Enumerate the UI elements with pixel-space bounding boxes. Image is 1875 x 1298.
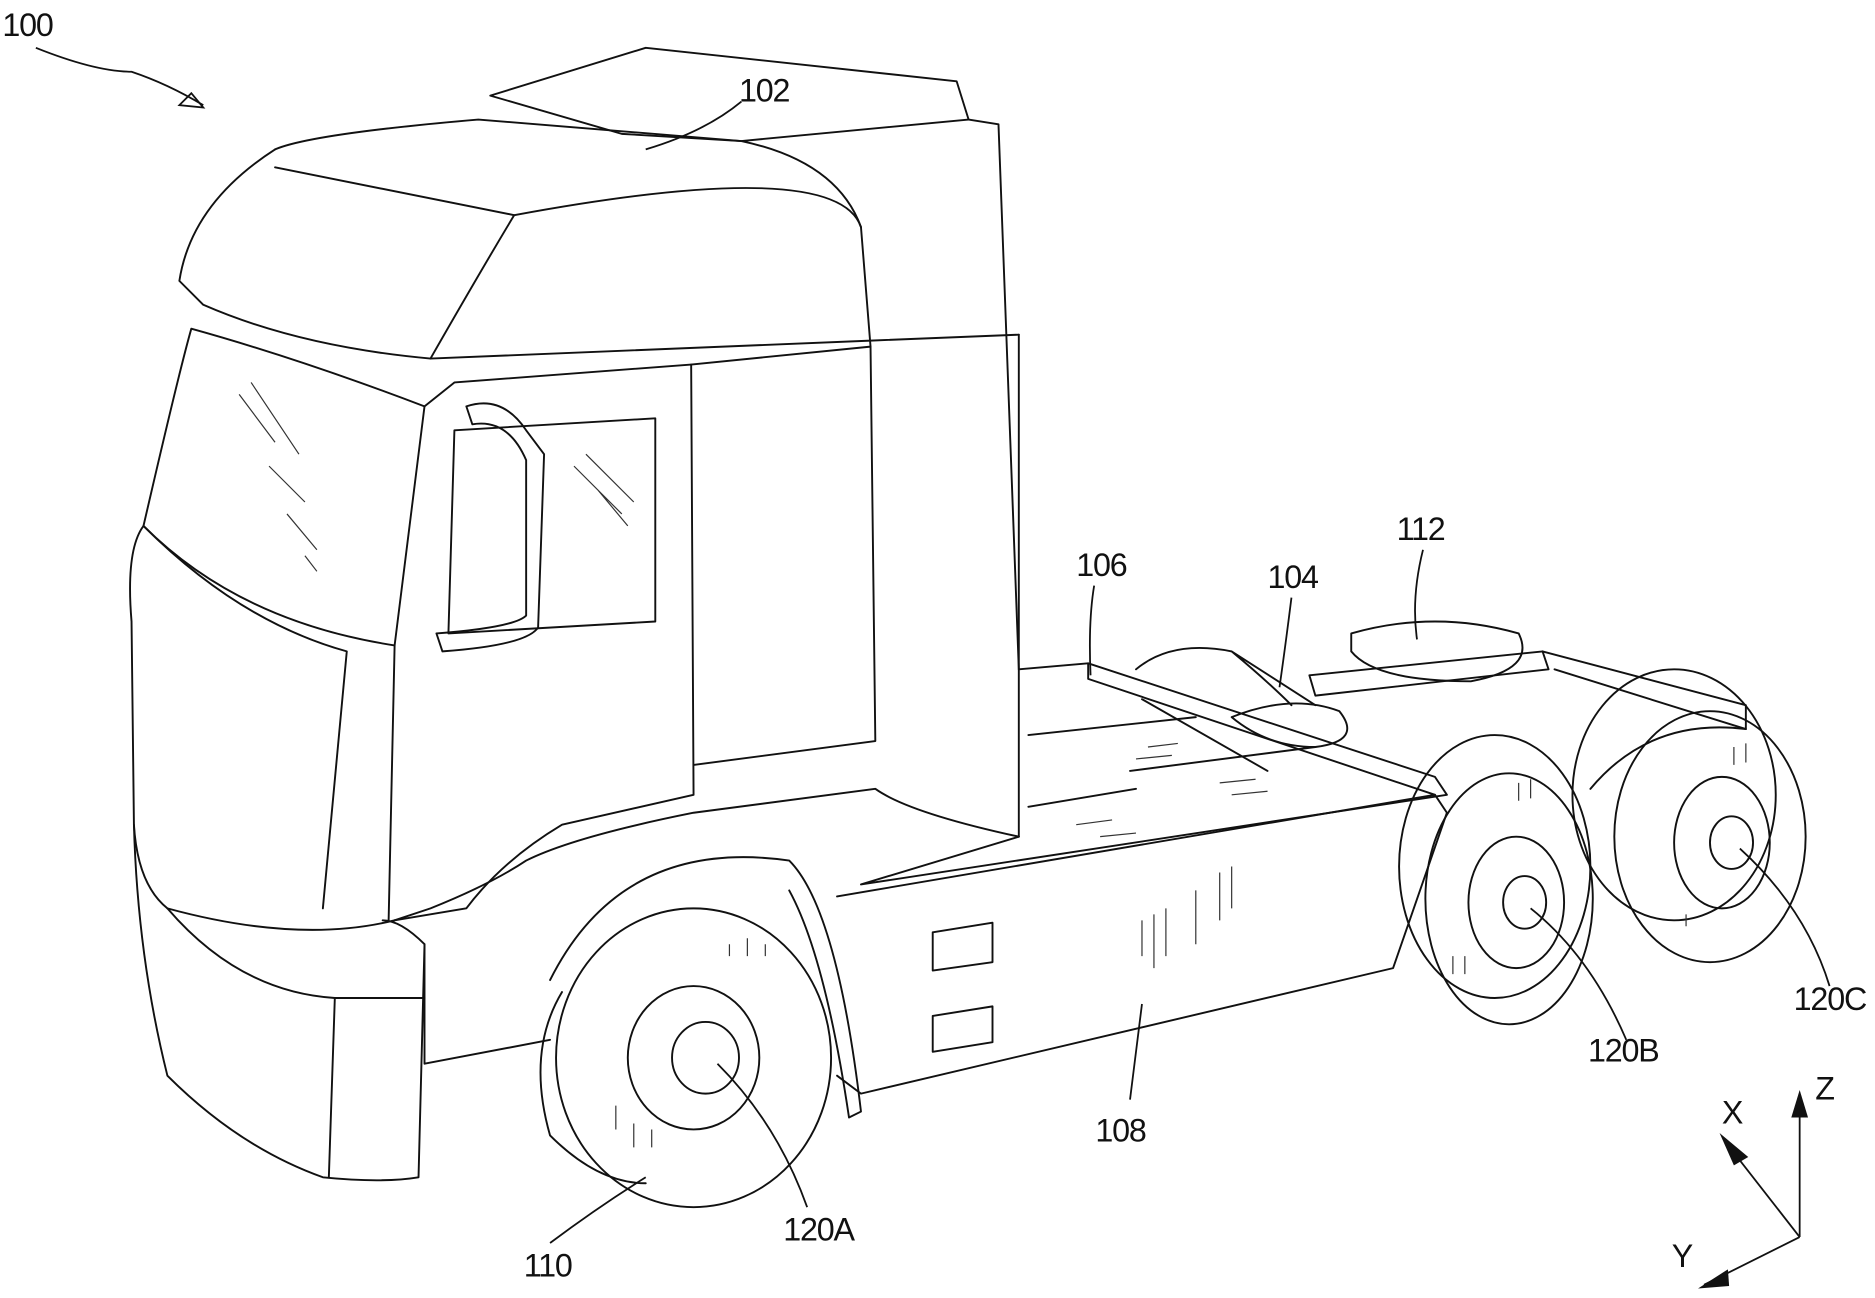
reference-labels: 100 102 106 104 112 120C 120B 120A 110 1… [2,7,1868,1284]
label-120b: 120B [1588,1032,1659,1068]
label-120a: 120A [783,1212,855,1248]
label-112: 112 [1397,511,1445,547]
label-120c: 120C [1794,981,1867,1017]
axis-label-x: X [1722,1095,1743,1131]
rear-wheels [1398,668,1807,1026]
label-100: 100 [2,7,53,43]
label-104: 104 [1268,559,1319,595]
leader-lines [35,46,1831,1244]
truck-cab [129,46,1020,1182]
label-102: 102 [739,73,790,109]
axis-label-y: Y [1672,1238,1693,1274]
axis-label-z: Z [1815,1071,1834,1107]
front-wheel [539,856,862,1209]
label-108: 108 [1095,1112,1146,1148]
coordinate-axes: X Z Y [1672,1071,1835,1289]
label-106: 106 [1076,547,1127,583]
chassis-and-battery-deck [836,620,1747,1095]
label-110: 110 [524,1247,572,1283]
